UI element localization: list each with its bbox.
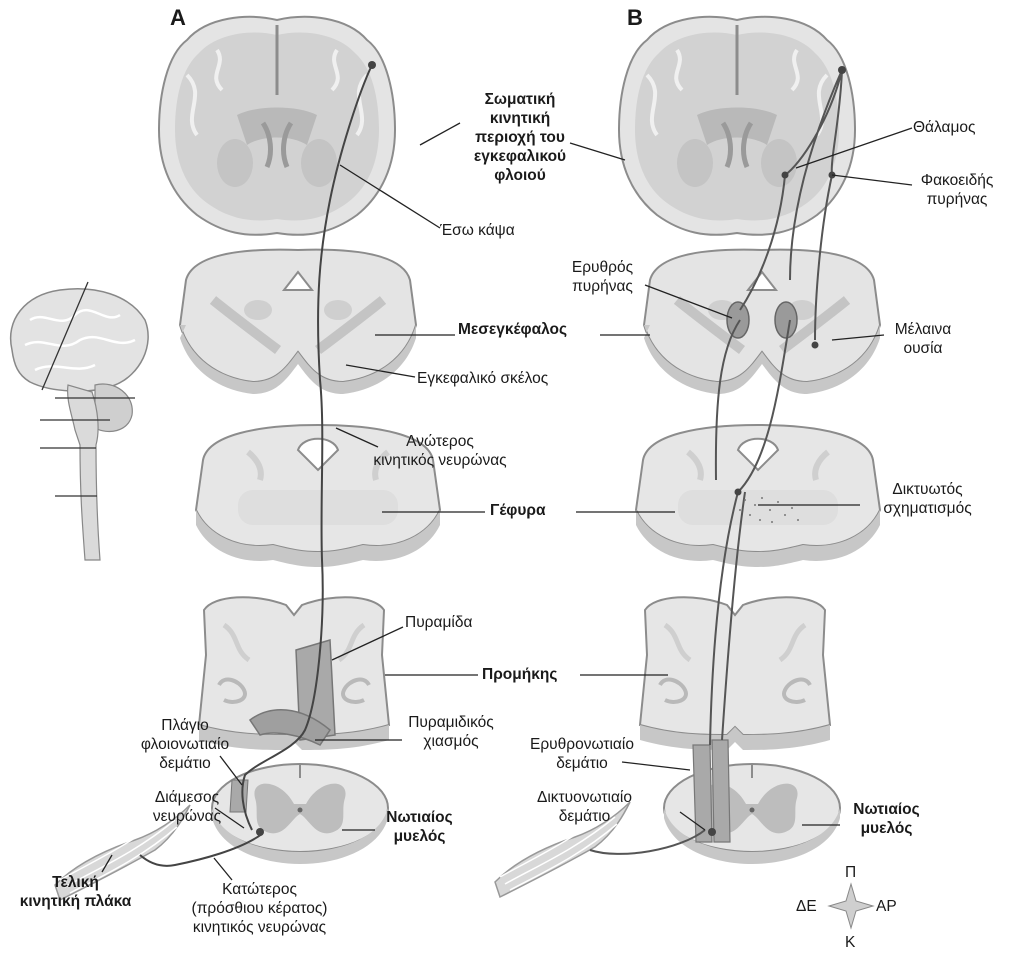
label-spinal-cord-a: Νωτιαίος μυελός [377,808,462,846]
brain-inset [11,282,149,560]
panel-label-b: B [627,5,643,31]
compass-up: Π [845,863,856,882]
cortical-neuron-a [368,61,376,69]
label-lateral-corticospinal-tract: Πλάγιο φλοιονωτιαίο δεμάτιο [130,716,240,773]
label-reticular-formation: Δικτυωτός σχηματισμός [860,480,995,518]
compass-rose [829,884,873,928]
label-pons: Γέφυρα [490,501,546,520]
label-thalamus: Θάλαμος [913,118,976,137]
label-spinal-cord-b: Νωτιαίος μυελός [844,800,929,838]
pons-section-b [636,425,880,567]
label-rubrospinal-tract: Ερυθρονωτιαίο δεμάτιο [522,735,642,773]
label-interneuron: Διάμεσος νευρώνας [132,788,242,826]
label-lentiform-nucleus: Φακοειδής πυρήνας [912,171,1002,209]
spinal-section-b [664,764,840,864]
label-substantia-nigra: Μέλαινα ουσία [884,320,962,358]
red-nucleus-left [727,302,749,338]
compass-left: ΔΕ [796,897,817,916]
label-internal-capsule: Έσω κάψα [440,221,515,240]
label-midbrain: Μεσεγκέφαλος [458,320,567,339]
label-upper-motor-neuron: Ανώτερος κινητικός νευρώνας [370,432,510,470]
label-cerebral-peduncle: Εγκεφαλικό σκέλος [417,369,548,388]
medulla-section-b [640,597,830,750]
label-lower-motor-neuron: Κατώτερος (πρόσθιου κέρατος) κινητικός ν… [172,880,347,937]
label-somatic-motor-cortex: Σωματική κινητική περιοχή του εγκεφαλικο… [465,90,575,185]
label-pyramid: Πυραμίδα [405,613,472,632]
compass-right: ΑΡ [876,897,897,916]
red-nucleus-right [775,302,797,338]
panel-label-a: A [170,5,186,31]
label-red-nucleus: Ερυθρός πυρήνας [560,258,645,296]
cerebrum-section-a [159,17,395,235]
label-reticulospinal-tract: Δικτυονωτιαίο δεμάτιο [522,788,647,826]
midbrain-section-a [180,250,416,394]
label-motor-end-plate: Τελική κινητική πλάκα [8,873,143,911]
label-pyramidal-decussation: Πυραμιδικός χιασμός [397,713,505,751]
midbrain-section-b [644,250,880,394]
compass-down: Κ [845,933,855,952]
reticulospinal-tract-b [712,740,730,842]
label-medulla: Προμήκης [482,665,557,684]
